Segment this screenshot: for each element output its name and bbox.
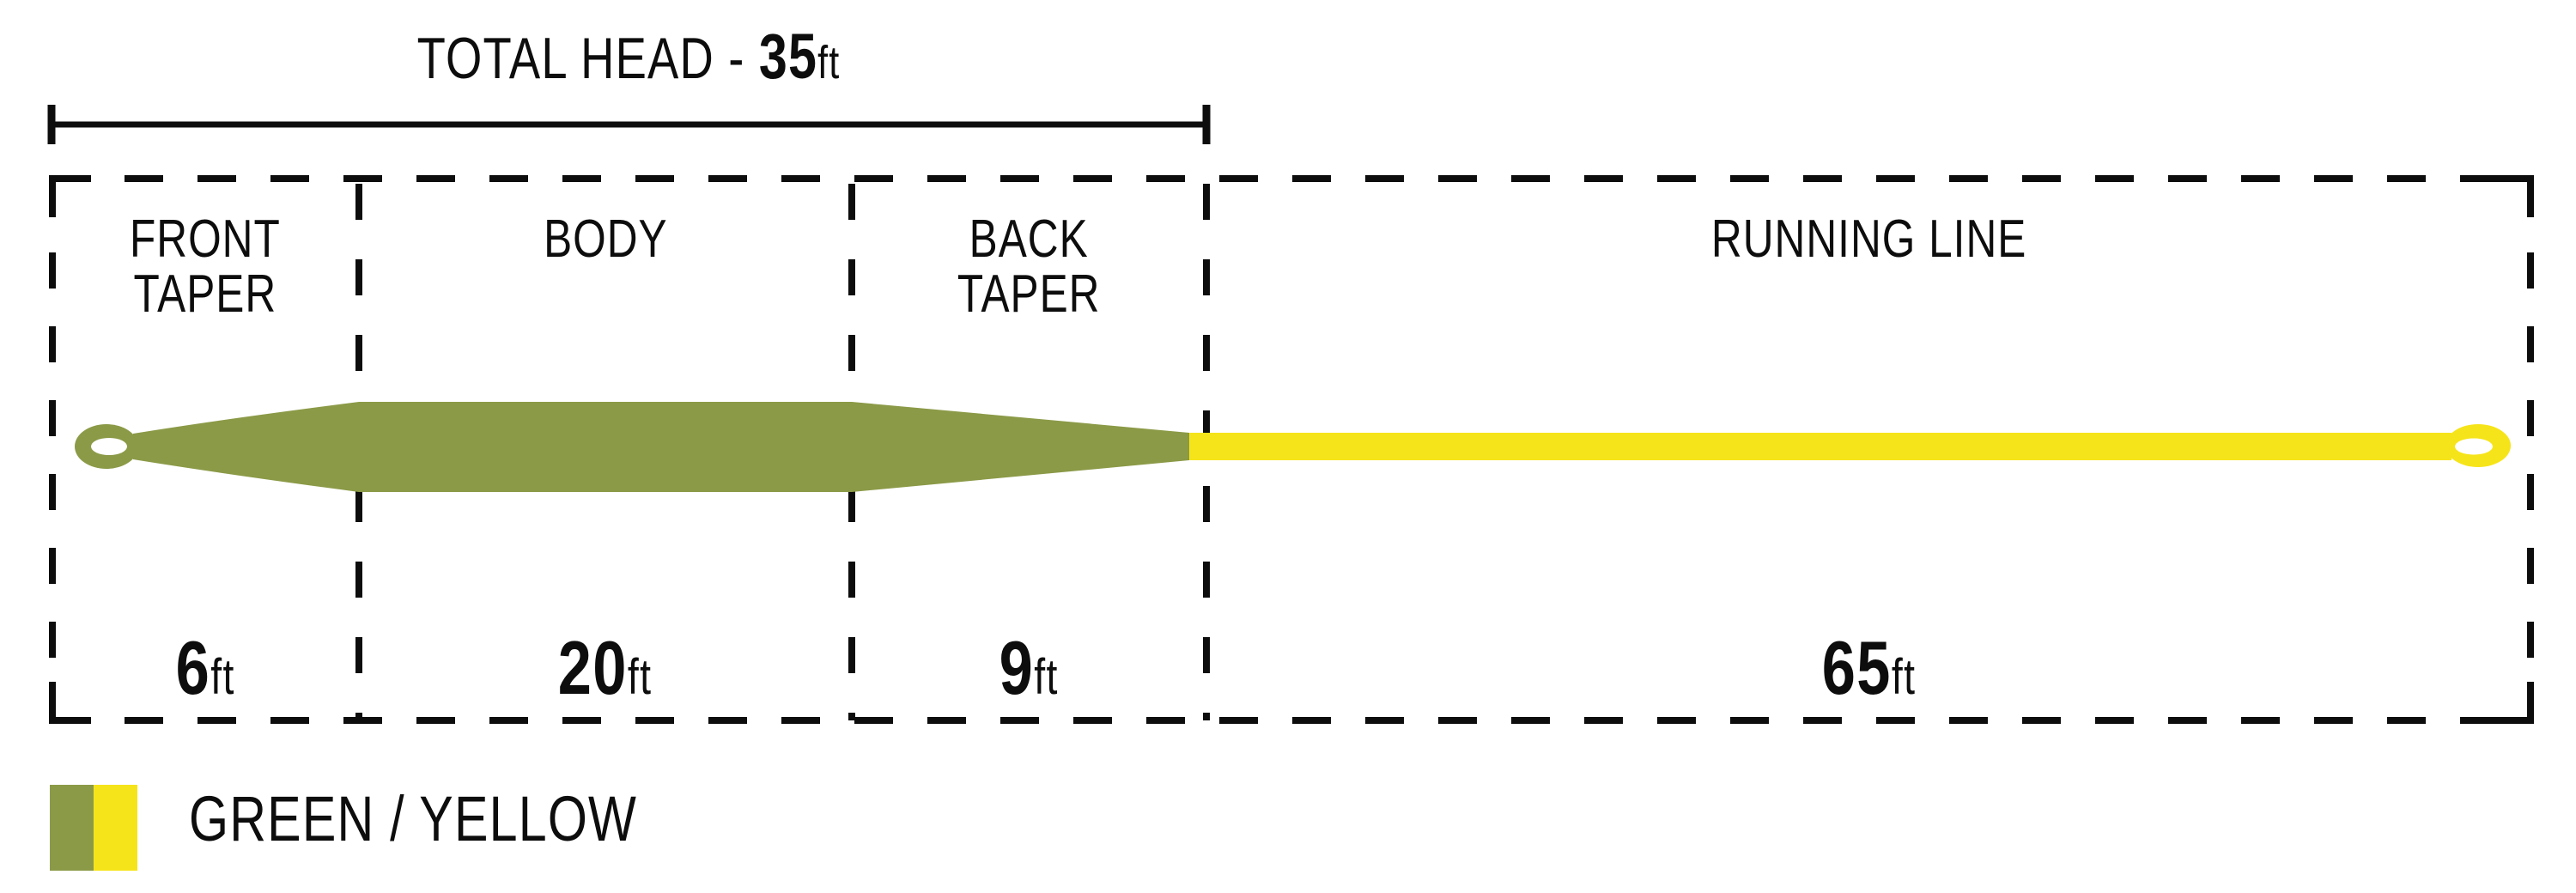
total-head-text: TOTAL HEAD - <box>417 26 760 91</box>
back-taper-label-text: BACK TAPER <box>957 210 1101 324</box>
box-corner-top-left <box>49 175 91 217</box>
total-head-bracket <box>47 105 1211 144</box>
body-length-unit: ft <box>628 649 653 705</box>
body-length: 20 <box>558 625 629 710</box>
running-line-label-text: RUNNING LINE <box>1710 210 2027 269</box>
total-head-unit: ft <box>817 37 841 88</box>
back-taper-length: 9 <box>999 625 1035 710</box>
running-line-shape <box>1188 433 2451 460</box>
measurement-front-taper: 6ft <box>52 630 359 706</box>
measurement-body: 20ft <box>359 630 852 706</box>
section-label-running-line: RUNNING LINE <box>1206 212 2531 267</box>
section-label-front-taper: FRONT TAPER <box>52 212 359 322</box>
head-taper-shape <box>133 402 1189 492</box>
section-box <box>49 175 2534 724</box>
section-label-body: BODY <box>359 212 852 267</box>
body-label-text: BODY <box>543 210 668 269</box>
front-taper-length: 6 <box>175 625 210 710</box>
total-head-label: TOTAL HEAD - 35ft <box>52 25 1206 88</box>
back-taper-length-unit: ft <box>1034 649 1060 705</box>
legend-label: GREEN / YELLOW <box>189 787 750 851</box>
running-line-length: 65 <box>1821 625 1892 710</box>
legend-label-text: GREEN / YELLOW <box>189 783 638 854</box>
front-taper-label-text: FRONT TAPER <box>130 210 281 324</box>
box-corner-top-right <box>2492 175 2534 217</box>
front-loop-hole <box>91 438 127 455</box>
measurement-back-taper: 9ft <box>852 630 1206 706</box>
total-head-value: 35 <box>759 21 818 92</box>
legend-swatch-green <box>50 785 94 871</box>
section-label-back-taper: BACK TAPER <box>852 212 1206 322</box>
back-loop-hole <box>2455 438 2493 455</box>
box-corner-bottom-right <box>2492 682 2534 724</box>
legend-color-swatch <box>50 785 137 871</box>
box-corner-bottom-left <box>49 682 91 724</box>
running-line-length-unit: ft <box>1891 649 1917 705</box>
fly-line <box>75 402 2511 492</box>
legend-swatch-yellow <box>94 785 137 871</box>
measurement-running-line: 65ft <box>1206 630 2531 706</box>
front-taper-length-unit: ft <box>210 649 235 705</box>
